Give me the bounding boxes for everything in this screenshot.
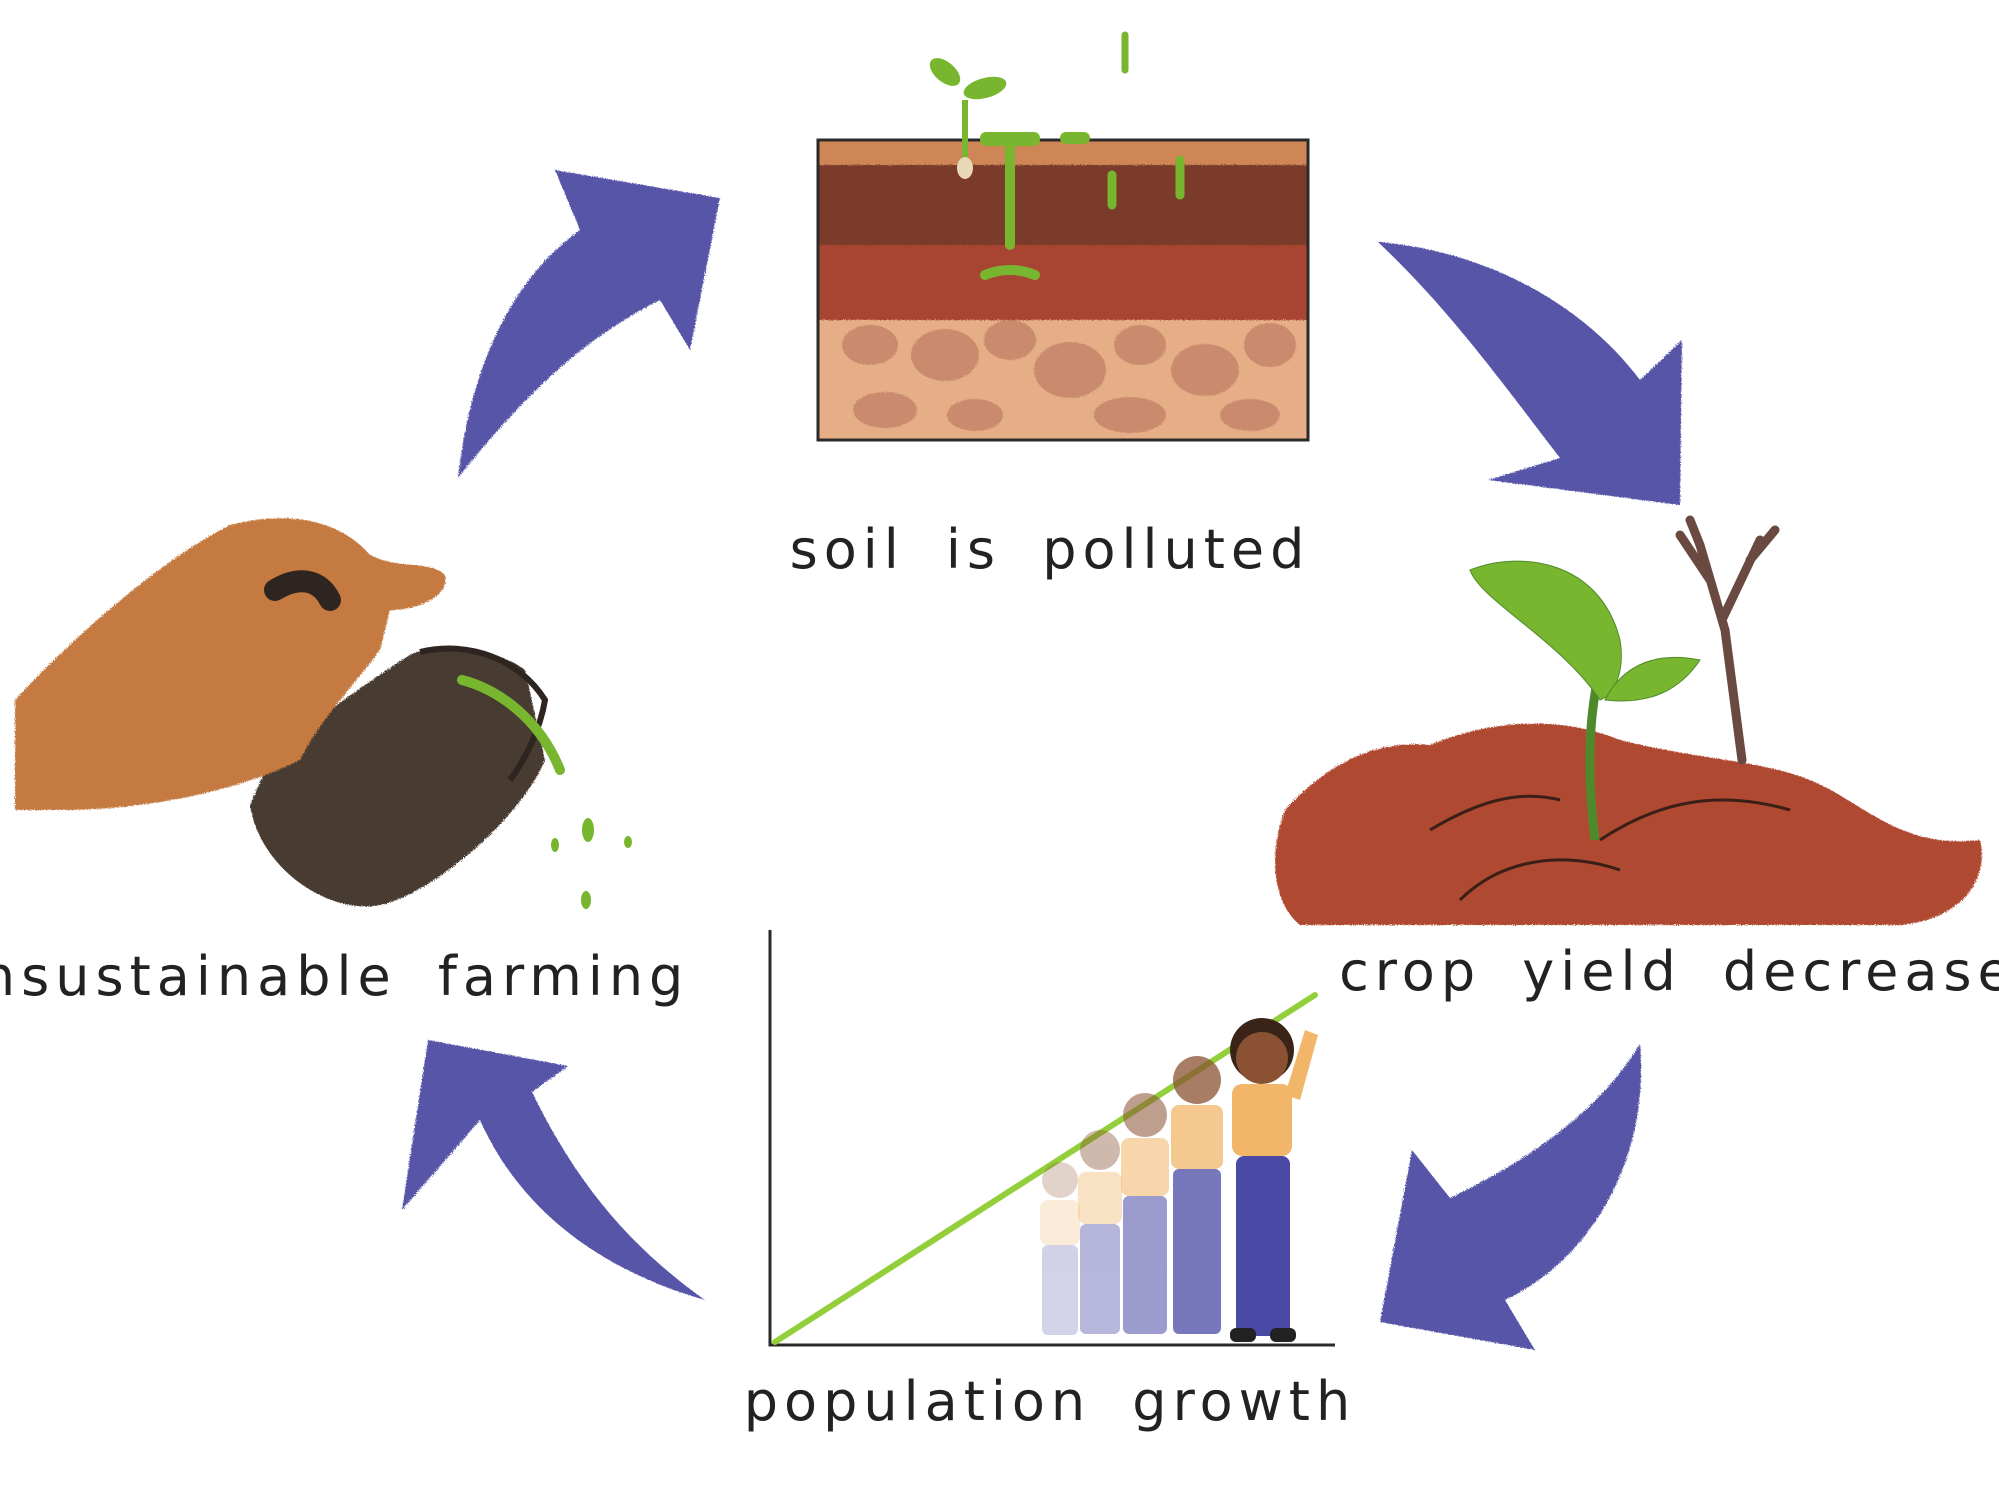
plant-and-dead-tree-icon: crop yield decreases: [1275, 515, 1999, 1003]
soil-layers-icon: soil is polluted: [790, 31, 1311, 581]
growing-people-chart-icon: population growth: [744, 930, 1356, 1433]
dead-tree-icon: [1675, 515, 1780, 765]
growth-line: [772, 992, 1318, 1345]
people-icon: [1040, 1018, 1318, 1342]
pollution-pour-icon: [457, 675, 565, 775]
cycle-arrows: [402, 170, 1682, 1350]
arrow-farming-to-soil: [458, 170, 720, 478]
stage-label-soil: soil is polluted: [790, 518, 1311, 581]
plant-icon: [1469, 560, 1701, 841]
arrow-population-to-farming: [402, 1040, 705, 1300]
seedling-icon: [929, 58, 1007, 179]
hand-pouring-jug-icon: unsustainable farming: [0, 518, 689, 1008]
pollution-drips-icon: [980, 31, 1185, 280]
stage-label-crop: crop yield decreases: [1339, 940, 1999, 1003]
arrow-crop-to-population: [1380, 1044, 1642, 1350]
stage-label-population: population growth: [744, 1370, 1356, 1433]
arrow-soil-to-crop: [1378, 242, 1682, 505]
stage-label-farming: unsustainable farming: [0, 945, 689, 1008]
